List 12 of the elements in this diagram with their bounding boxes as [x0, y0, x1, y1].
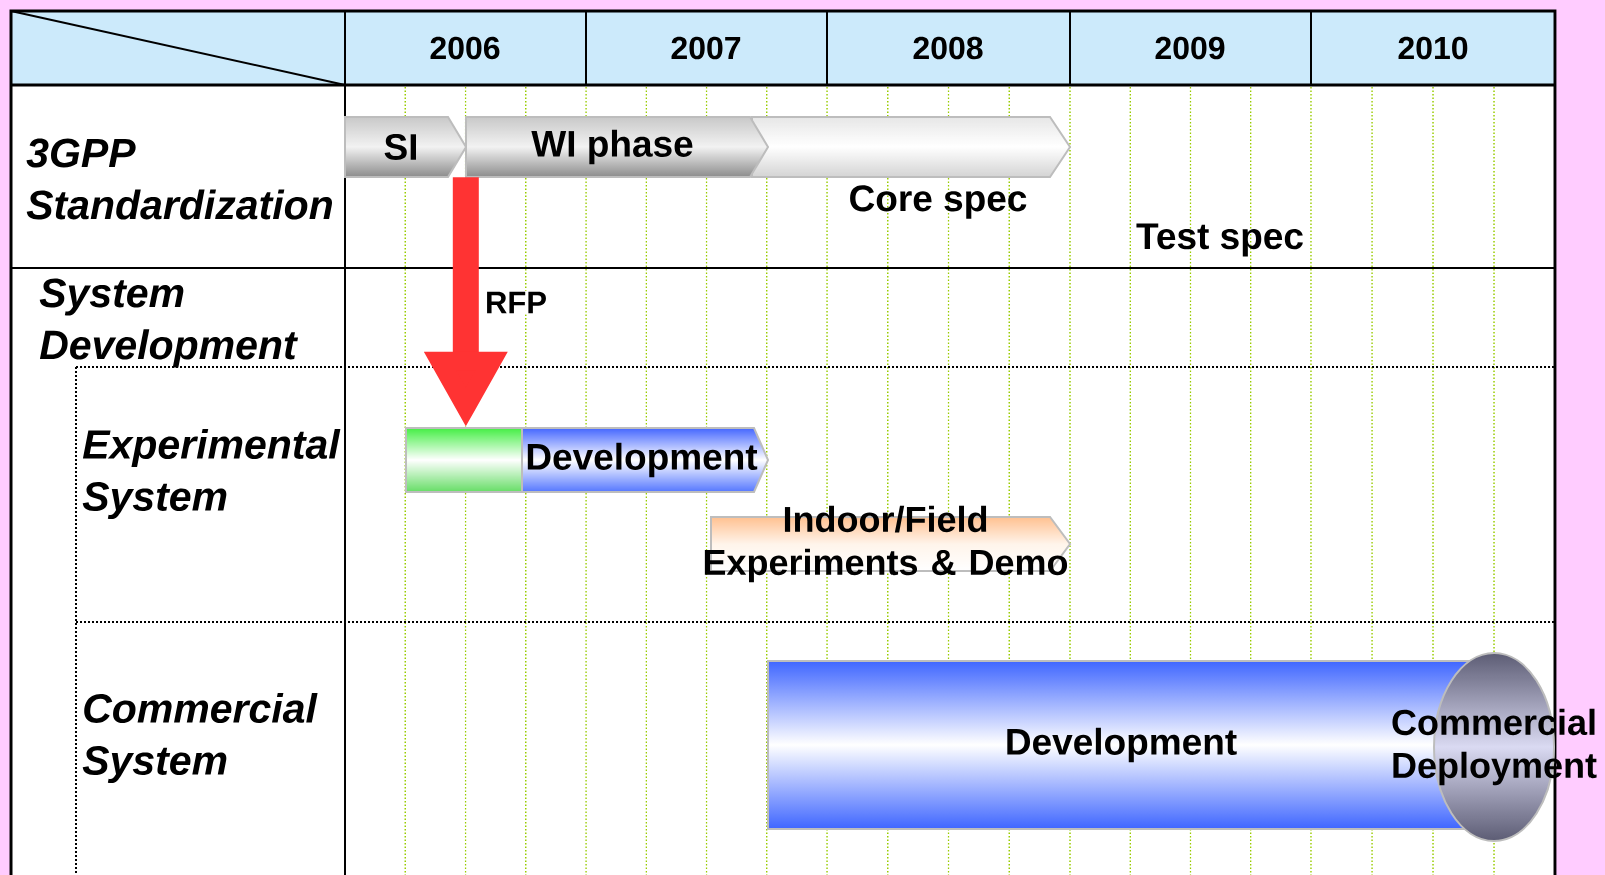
chevron-bar: Indoor/Field Experiments & Demo	[704, 505, 1072, 583]
year-label: 2009	[1155, 36, 1225, 60]
row-label: System Development	[39, 278, 299, 368]
year-label: 2006	[430, 36, 500, 60]
year-label: 2007	[671, 36, 741, 60]
bar	[405, 427, 523, 493]
year-label: 2010	[1398, 36, 1468, 60]
edge-label: RFP	[487, 291, 546, 314]
row-label: Commercial System	[82, 692, 318, 784]
chevron-bar: SI	[344, 116, 468, 178]
bar-caption: Core spec	[850, 185, 1027, 219]
text-label: Test spec	[1136, 223, 1303, 257]
